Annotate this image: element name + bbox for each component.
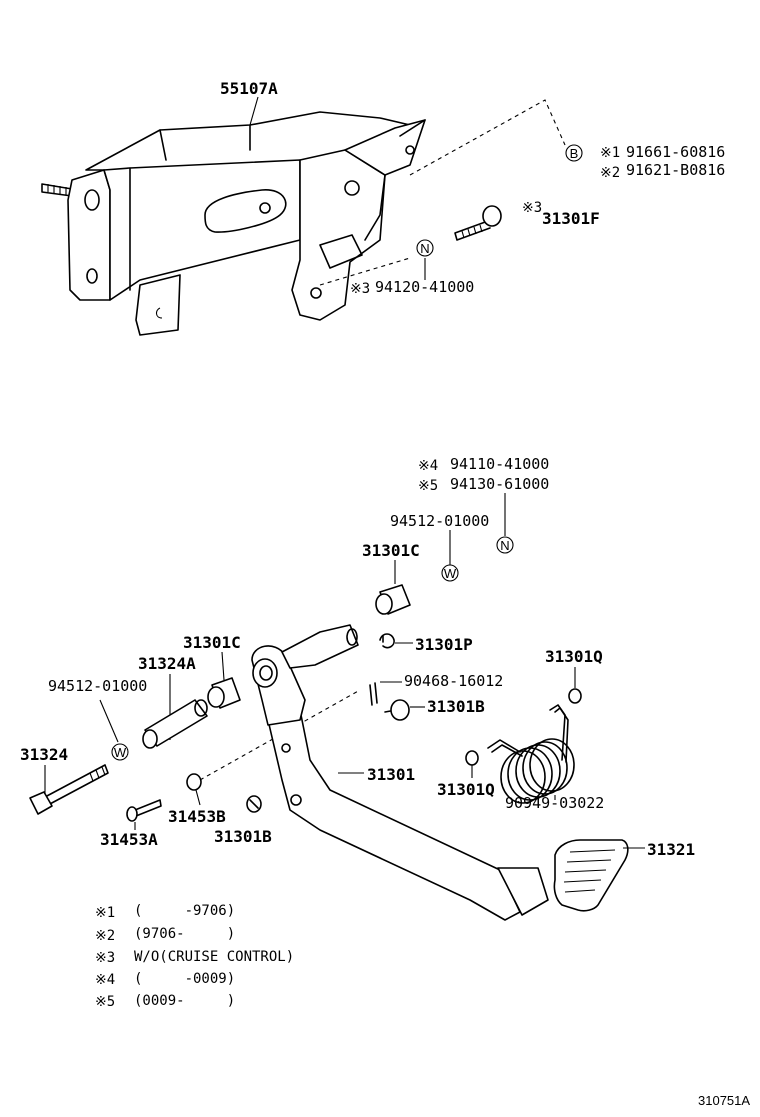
note-4-text: ( -0009) [134,971,235,987]
clip-31301P-drawing [379,633,395,649]
label-91661: 91661-60816 [626,143,725,161]
symbol-N-top: N [420,241,429,256]
bolt-31301F-drawing [454,205,502,241]
label-31301F: 31301F [542,209,600,228]
mark-1-top: ※1 [600,145,620,161]
symbol-W-circle-lower [111,743,129,761]
pin-31453A-drawing [126,799,162,822]
label-31321: 31321 [647,840,695,859]
bushing-31453B-drawing [186,773,202,791]
label-31453B: 31453B [168,807,226,826]
label-31301C-lower: 31301C [183,633,241,652]
label-94512-upper: 94512-01000 [390,512,489,530]
mark-3-bolt: ※3 [522,200,542,216]
mark-3-nut: ※3 [350,281,370,297]
collar-31324A-drawing [142,699,208,749]
note-4-mark: ※4 [95,972,115,988]
note-5-mark: ※5 [95,994,115,1010]
figure-reference: 310751A [698,1093,750,1108]
label-31324: 31324 [20,745,68,764]
note-2-mark: ※2 [95,928,115,944]
label-31301B-upper: 31301B [427,697,485,716]
label-31301Q-upper: 31301Q [545,647,603,666]
note-1-mark: ※1 [95,905,115,921]
note-1-text: ( -9706) [134,903,235,919]
pedal-arm-31301-drawing [251,624,549,921]
symbol-W-lower: W [114,745,127,760]
label-31301: 31301 [367,765,415,784]
label-90468: 90468-16012 [404,672,503,690]
bushing-31301C-upper-drawing [375,584,411,615]
mark-4: ※4 [418,458,438,474]
label-55107A: 55107A [220,79,278,98]
leader-31301C-lower [221,651,225,681]
label-94512-lower: 94512-01000 [48,677,147,695]
label-31301Q-lower: 31301Q [437,780,495,799]
mark-2-top: ※2 [600,165,620,181]
spring-90949-drawing [487,704,575,804]
bolt-31324-drawing [29,764,109,815]
label-31301B-lower: 31301B [214,827,272,846]
leader-55107A [249,96,259,126]
cushion-31301Q-upper-drawing [568,688,582,704]
dashed-link-bracket [409,99,566,176]
mark-5: ※5 [418,478,438,494]
label-31453A: 31453A [100,830,158,849]
symbol-W-upper: W [444,566,457,581]
footnotes: ※1 ( -9706) ※2 (9706- ) ※3 W/O(CRUISE CO… [95,903,294,1010]
label-31301P: 31301P [415,635,473,654]
note-3-mark: ※3 [95,950,115,966]
cushion-31301B-lower-drawing [246,795,262,813]
stopper-31301B-upper-drawing [384,699,410,721]
label-94120: 94120-41000 [375,278,474,296]
label-31324A: 31324A [138,654,196,673]
note-3-text: W/O(CRUISE CONTROL) [134,949,294,965]
leader-31453B [195,789,201,806]
label-91621: 91621-B0816 [626,161,725,179]
cushion-31301Q-lower-drawing [465,750,479,766]
label-90949: 90949-03022 [505,794,604,812]
label-31301C-upper: 31301C [362,541,420,560]
pedal-pad-31321-drawing [553,839,629,912]
symbol-N-circle-mid [496,536,514,554]
pin-90468-drawing [369,682,378,706]
note-2-text: (9706- ) [134,926,235,942]
note-5-text: (0009- ) [134,993,235,1009]
symbol-N-mid: N [500,538,509,553]
symbol-B-circle [565,144,583,162]
symbol-N-circle-top [416,239,434,257]
label-94110: 94110-41000 [450,455,549,473]
symbol-W-circle-upper [441,564,459,582]
label-94130: 94130-61000 [450,475,549,493]
leader-94512-lower [99,699,119,743]
pedal-bracket-drawing [41,111,426,336]
symbol-B: B [570,146,579,161]
bushing-31301C-lower-drawing [207,677,241,709]
